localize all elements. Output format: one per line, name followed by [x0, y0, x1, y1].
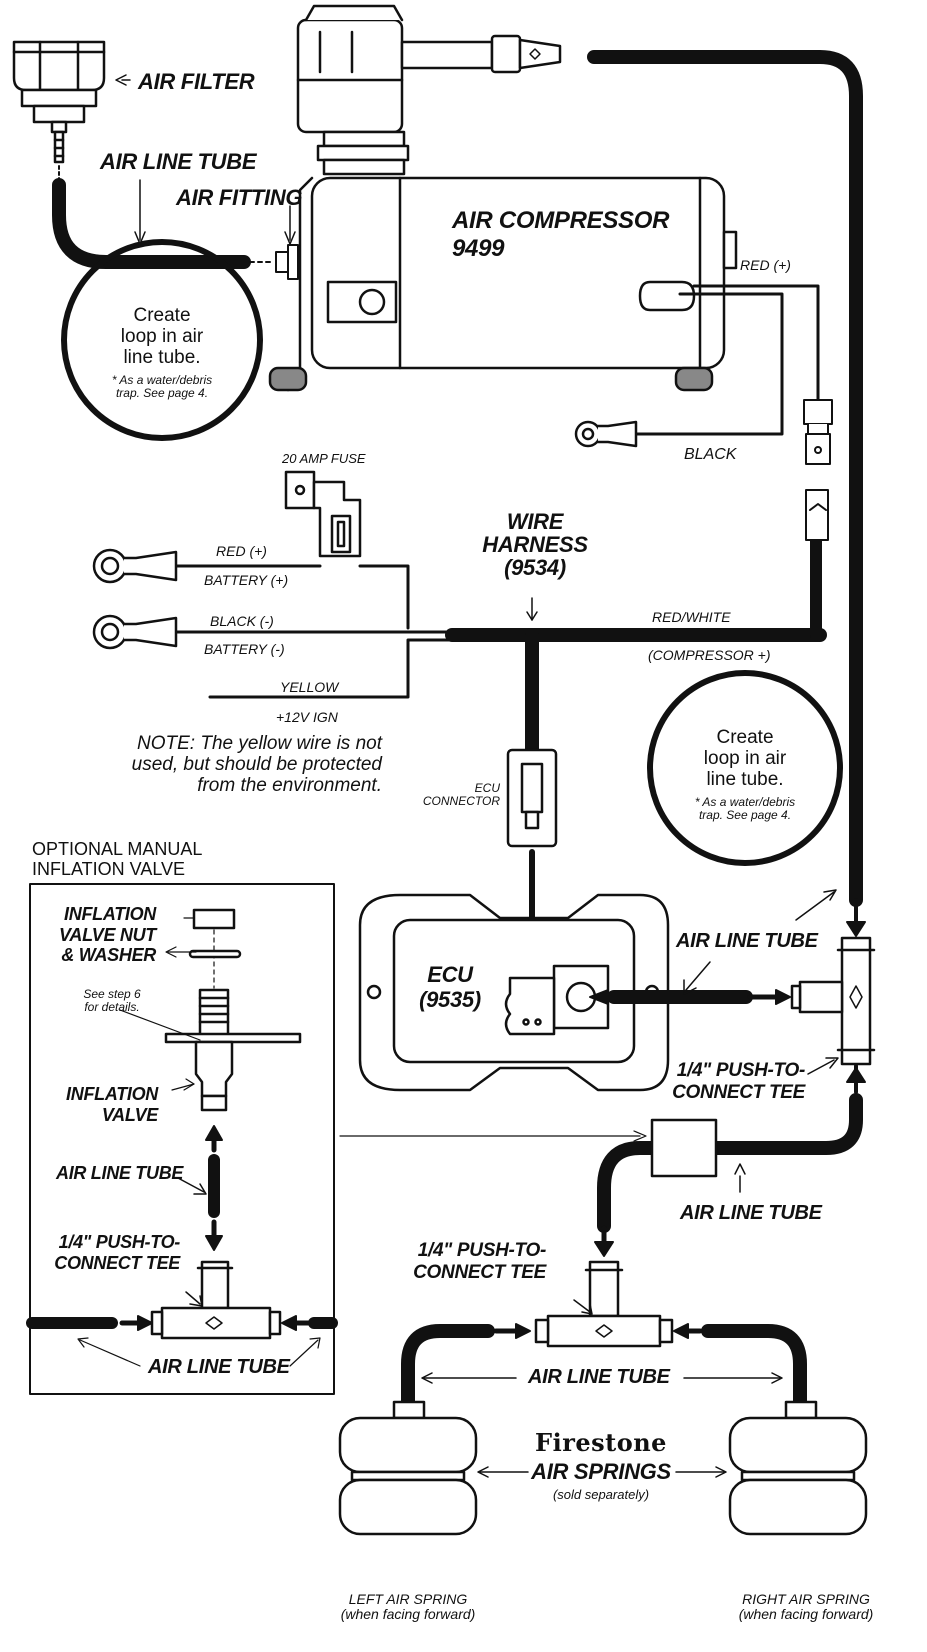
inflation-valve-label: INFLATION VALVE [66, 1084, 158, 1125]
ecu-connector-icon [506, 748, 558, 848]
firestone-logo: Firestone [535, 1428, 667, 1457]
yellow-wire-note: NOTE: The yellow wire is not used, but s… [131, 733, 382, 796]
see-step-label: See step 6 for details. [83, 987, 141, 1015]
right-air-spring-icon [728, 1400, 868, 1536]
fuse-holder-icon [284, 470, 362, 558]
fuse-label: 20 AMP FUSE [282, 451, 366, 466]
air-fitting-label: AIR FITTING [176, 185, 303, 210]
air-line-tube-label-box: AIR LINE TUBE [56, 1163, 184, 1183]
push-to-connect-tee-right [790, 936, 876, 1066]
air-line-tube-label-top: AIR LINE TUBE [100, 149, 257, 174]
loop-instruction-left: Create loop in air line tube. [120, 305, 204, 368]
sold-separately-label: (sold separately) [552, 1487, 650, 1502]
compressor-plus-label: (COMPRESSOR +) [648, 647, 771, 663]
ecu-connector-label: ECU CONNECTOR [422, 781, 500, 809]
push-to-connect-tee-bottom [534, 1260, 674, 1348]
air-line-tube-label-ecu: AIR LINE TUBE [676, 930, 818, 952]
loop-note-right: * As a water/debris trap. See page 4. [694, 795, 796, 823]
battery-positive-terminal [92, 548, 178, 584]
loop-circle-right [647, 670, 843, 866]
air-filter-icon [12, 40, 106, 164]
air-compressor-label: AIR COMPRESSOR [452, 207, 670, 234]
black-minus-label: BLACK (-) [210, 613, 274, 629]
black-label: BLACK [684, 446, 737, 463]
compressor-positive-connector [805, 489, 829, 541]
loop-circle-left [61, 239, 263, 441]
red-white-label: RED/WHITE [652, 609, 731, 625]
wire-harness-label: WIRE HARNESS (9534) [482, 509, 588, 581]
air-springs-label: AIR SPRINGS [531, 1459, 671, 1484]
yellow-label: YELLOW [280, 679, 339, 695]
battery-minus-label: BATTERY (-) [204, 641, 285, 657]
air-filter-label: AIR FILTER [138, 69, 255, 94]
air-line-tube-compressor [587, 50, 863, 907]
ecu-module-icon [358, 893, 670, 1092]
push-tee-label-bottom: 1/4" PUSH-TO- CONNECT TEE [413, 1240, 546, 1283]
air-compressor-icon [268, 4, 738, 392]
inflation-valve-icon [164, 908, 302, 1112]
left-spring-label: LEFT AIR SPRING (when facing forward) [340, 1591, 476, 1622]
battery-negative-terminal [92, 614, 178, 650]
right-spring-label: RIGHT AIR SPRING (when facing forward) [738, 1591, 874, 1622]
valve-nut-label: INFLATION VALVE NUT & WASHER [59, 904, 156, 966]
black-ring-terminal [574, 420, 638, 448]
air-fitting-icon [275, 244, 299, 280]
push-tee-label-right: 1/4" PUSH-TO- CONNECT TEE [672, 1060, 805, 1103]
loop-note-left: * As a water/debris trap. See page 4. [111, 373, 213, 401]
red-wire-connector [803, 399, 833, 465]
ign-label: +12V IGN [276, 709, 338, 725]
air-line-tube-label-right: AIR LINE TUBE [680, 1202, 822, 1224]
air-line-tube-label-bottom: AIR LINE TUBE [528, 1366, 670, 1388]
air-line-tube-label-box-bottom: AIR LINE TUBE [148, 1356, 290, 1378]
push-to-connect-tee-manual [150, 1260, 282, 1340]
manual-valve-box [29, 883, 335, 1395]
push-tee-label-box: 1/4" PUSH-TO- CONNECT TEE [54, 1232, 180, 1273]
loop-instruction-right: Create loop in air line tube. [703, 727, 787, 790]
optional-valve-title: OPTIONAL MANUAL INFLATION VALVE [32, 839, 203, 879]
red-plus-wire-label: RED (+) [216, 543, 267, 559]
red-plus-label: RED (+) [740, 257, 791, 273]
battery-plus-label: BATTERY (+) [204, 572, 289, 588]
left-air-spring-icon [338, 1400, 478, 1536]
ecu-label: ECU (9535) [419, 962, 481, 1013]
compressor-part-number: 9499 [452, 235, 505, 262]
